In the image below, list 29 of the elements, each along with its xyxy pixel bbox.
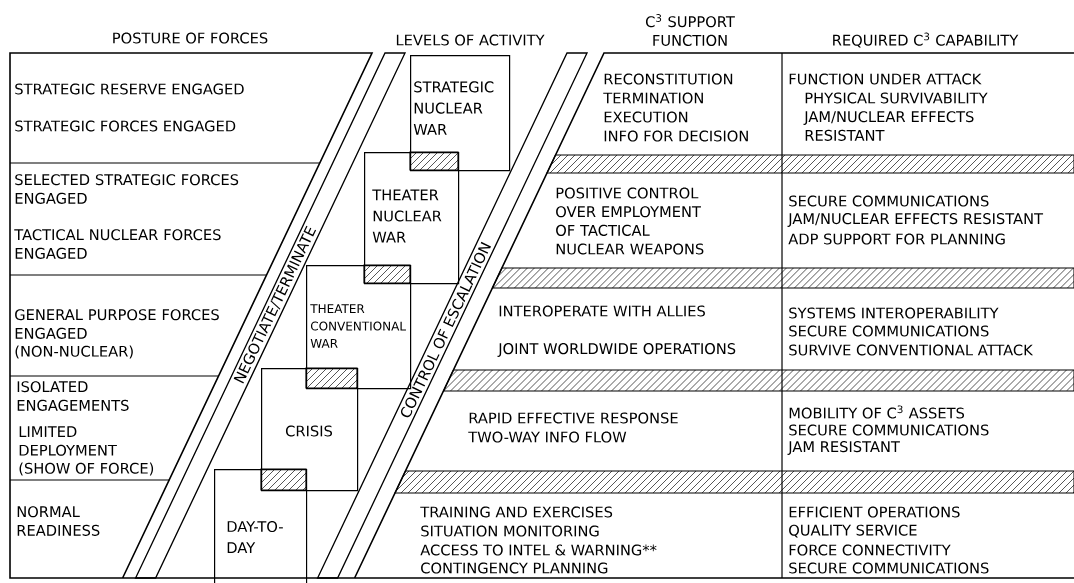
cell-text: RECONSTITUTION xyxy=(604,73,733,85)
cell-text: LIMITED DEPLOYMENT xyxy=(19,426,117,456)
cell-text: PHYSICAL SURVIVABILITY xyxy=(805,92,988,104)
cell-text: JAM/NUCLEAR EFFECTS RESISTANT xyxy=(803,111,974,141)
column-heading: REQUIRED C$^{3}$ CAPABILITY xyxy=(833,32,1019,48)
cell-text: FUNCTION UNDER ATTACK xyxy=(789,73,982,85)
activity-box: DAY-TO-DAY xyxy=(214,469,308,583)
cell-text: SECURE COMMUNICATIONS xyxy=(789,195,989,207)
cell-text: NORMAL READINESS xyxy=(17,506,100,536)
activity-box: CRISIS xyxy=(261,368,359,492)
cell-text: SECURE COMMUNICATIONS xyxy=(789,424,989,436)
cell-text: INFO FOR DECISION xyxy=(604,130,748,142)
cell-text: MOBILITY OF C$^{3}$ ASSETS xyxy=(789,405,965,419)
cell-text: EFFICIENT OPERATIONS xyxy=(789,506,960,518)
column-heading: LEVELS OF ACTIVITY xyxy=(396,34,545,46)
cell-text: ADP SUPPORT FOR PLANNING xyxy=(788,233,1005,245)
cell-text: SECURE COMMUNICATIONS xyxy=(789,562,989,574)
cell-text: QUALITY SERVICE xyxy=(789,524,917,538)
cell-text: SURVIVE CONVENTIONAL ATTACK xyxy=(789,344,1034,356)
cell-text: FORCE CONNECTIVITY xyxy=(789,544,951,556)
cell-text: JAM/NUCLEAR EFFECTS RESISTANT xyxy=(787,213,1044,227)
column-heading: C$^{3}$ SUPPORT FUNCTION xyxy=(646,14,735,46)
activity-box: THEATER NUCLEAR WAR xyxy=(364,152,460,285)
cell-text: SYSTEMS INTEROPERABILITY xyxy=(789,307,999,319)
cell-text: TERMINATION xyxy=(603,92,703,104)
activity-box: STRATEGIC NUCLEAR WAR xyxy=(410,55,511,172)
cell-text: EXECUTION xyxy=(604,111,688,123)
cell-text: JAM RESISTANT xyxy=(787,441,900,455)
cell-text: SECURE COMMUNICATIONS xyxy=(789,325,989,337)
